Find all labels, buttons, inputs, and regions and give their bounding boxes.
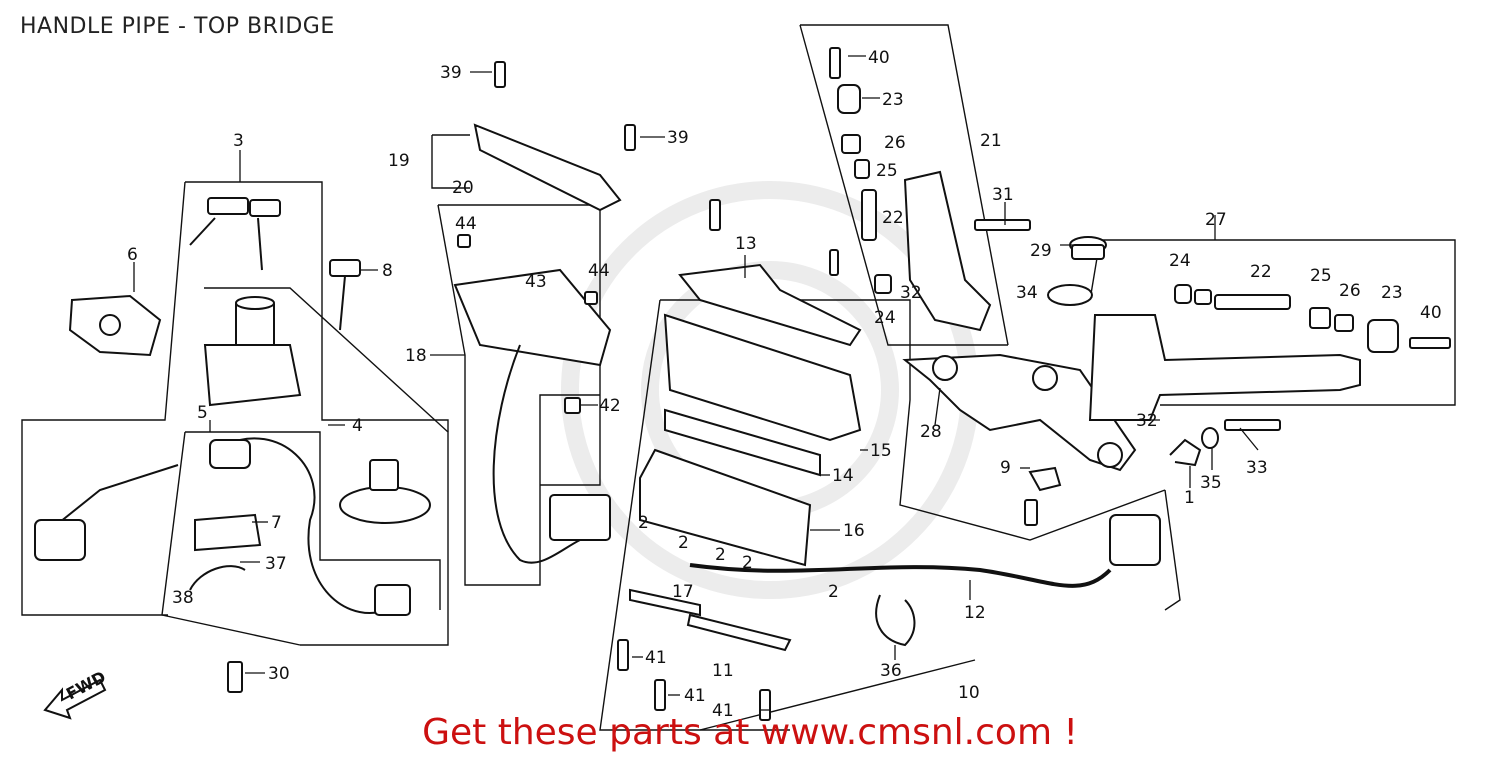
part-label: 2 bbox=[638, 513, 649, 533]
part-label: 12 bbox=[964, 603, 986, 623]
part-label: 25 bbox=[1310, 266, 1332, 286]
part-label: 22 bbox=[1250, 262, 1272, 282]
part-label: 31 bbox=[992, 185, 1014, 205]
part-label: 2 bbox=[715, 545, 726, 565]
part-label: 28 bbox=[920, 422, 942, 442]
part-label: 13 bbox=[735, 234, 757, 254]
part-label: 25 bbox=[876, 161, 898, 181]
part-label: 26 bbox=[1339, 281, 1361, 301]
part-label: 23 bbox=[1381, 283, 1403, 303]
part-label: 39 bbox=[440, 63, 462, 83]
part-label: 5 bbox=[197, 403, 208, 423]
part-label: 21 bbox=[980, 131, 1002, 151]
part-label: 24 bbox=[1169, 251, 1191, 271]
part-label: 35 bbox=[1200, 473, 1222, 493]
part-label: 41 bbox=[645, 648, 667, 668]
part-label: 26 bbox=[884, 133, 906, 153]
part-label: 44 bbox=[588, 261, 610, 281]
part-label: 15 bbox=[870, 441, 892, 461]
promo-banner[interactable]: Get these parts at www.cmsnl.com ! bbox=[422, 712, 1078, 753]
part-label: 3 bbox=[233, 131, 244, 151]
part-label: 32 bbox=[900, 283, 922, 303]
part-label: 17 bbox=[672, 582, 694, 602]
part-label: 11 bbox=[712, 661, 734, 681]
part-label: 42 bbox=[599, 396, 621, 416]
part-label: 37 bbox=[265, 554, 287, 574]
part-label: 40 bbox=[868, 48, 890, 68]
part-label: 4 bbox=[352, 416, 363, 436]
part-label: 43 bbox=[525, 272, 547, 292]
part-label: 36 bbox=[880, 661, 902, 681]
part-label: 20 bbox=[452, 178, 474, 198]
part-label: 24 bbox=[874, 308, 896, 328]
part-label: 22 bbox=[882, 208, 904, 228]
part-label: 41 bbox=[684, 686, 706, 706]
part-label: 10 bbox=[958, 683, 980, 703]
part-label: 27 bbox=[1205, 210, 1227, 230]
part-label: 6 bbox=[127, 245, 138, 265]
part-label: 2 bbox=[678, 533, 689, 553]
part-label: 8 bbox=[382, 261, 393, 281]
part-label: 32 bbox=[1136, 411, 1158, 431]
part-label: 2 bbox=[828, 582, 839, 602]
part-label: 39 bbox=[667, 128, 689, 148]
leader-lines bbox=[133, 55, 1259, 711]
part-shapes bbox=[34, 47, 1451, 721]
callout-labels: 1 2 2 2 2 2 3 4 5 6 7 8 9 10 11 12 13 14… bbox=[127, 48, 1442, 721]
part-label: 1 bbox=[1184, 488, 1195, 508]
part-label: 23 bbox=[882, 90, 904, 110]
page-title: HANDLE PIPE - TOP BRIDGE bbox=[20, 14, 335, 39]
part-label: 9 bbox=[1000, 458, 1011, 478]
part-label: 19 bbox=[388, 151, 410, 171]
part-label: 7 bbox=[271, 513, 282, 533]
part-label: 34 bbox=[1016, 283, 1038, 303]
part-label: 33 bbox=[1246, 458, 1268, 478]
part-label: 38 bbox=[172, 588, 194, 608]
part-label: 44 bbox=[455, 214, 477, 234]
part-label: 14 bbox=[832, 466, 854, 486]
part-label: 18 bbox=[405, 346, 427, 366]
fwd-arrow-icon bbox=[43, 678, 107, 720]
part-label: 16 bbox=[843, 521, 865, 541]
part-label: 40 bbox=[1420, 303, 1442, 323]
part-label: 2 bbox=[742, 553, 753, 573]
part-label: 41 bbox=[712, 701, 734, 721]
part-label: 30 bbox=[268, 664, 290, 684]
part-label: 29 bbox=[1030, 241, 1052, 261]
